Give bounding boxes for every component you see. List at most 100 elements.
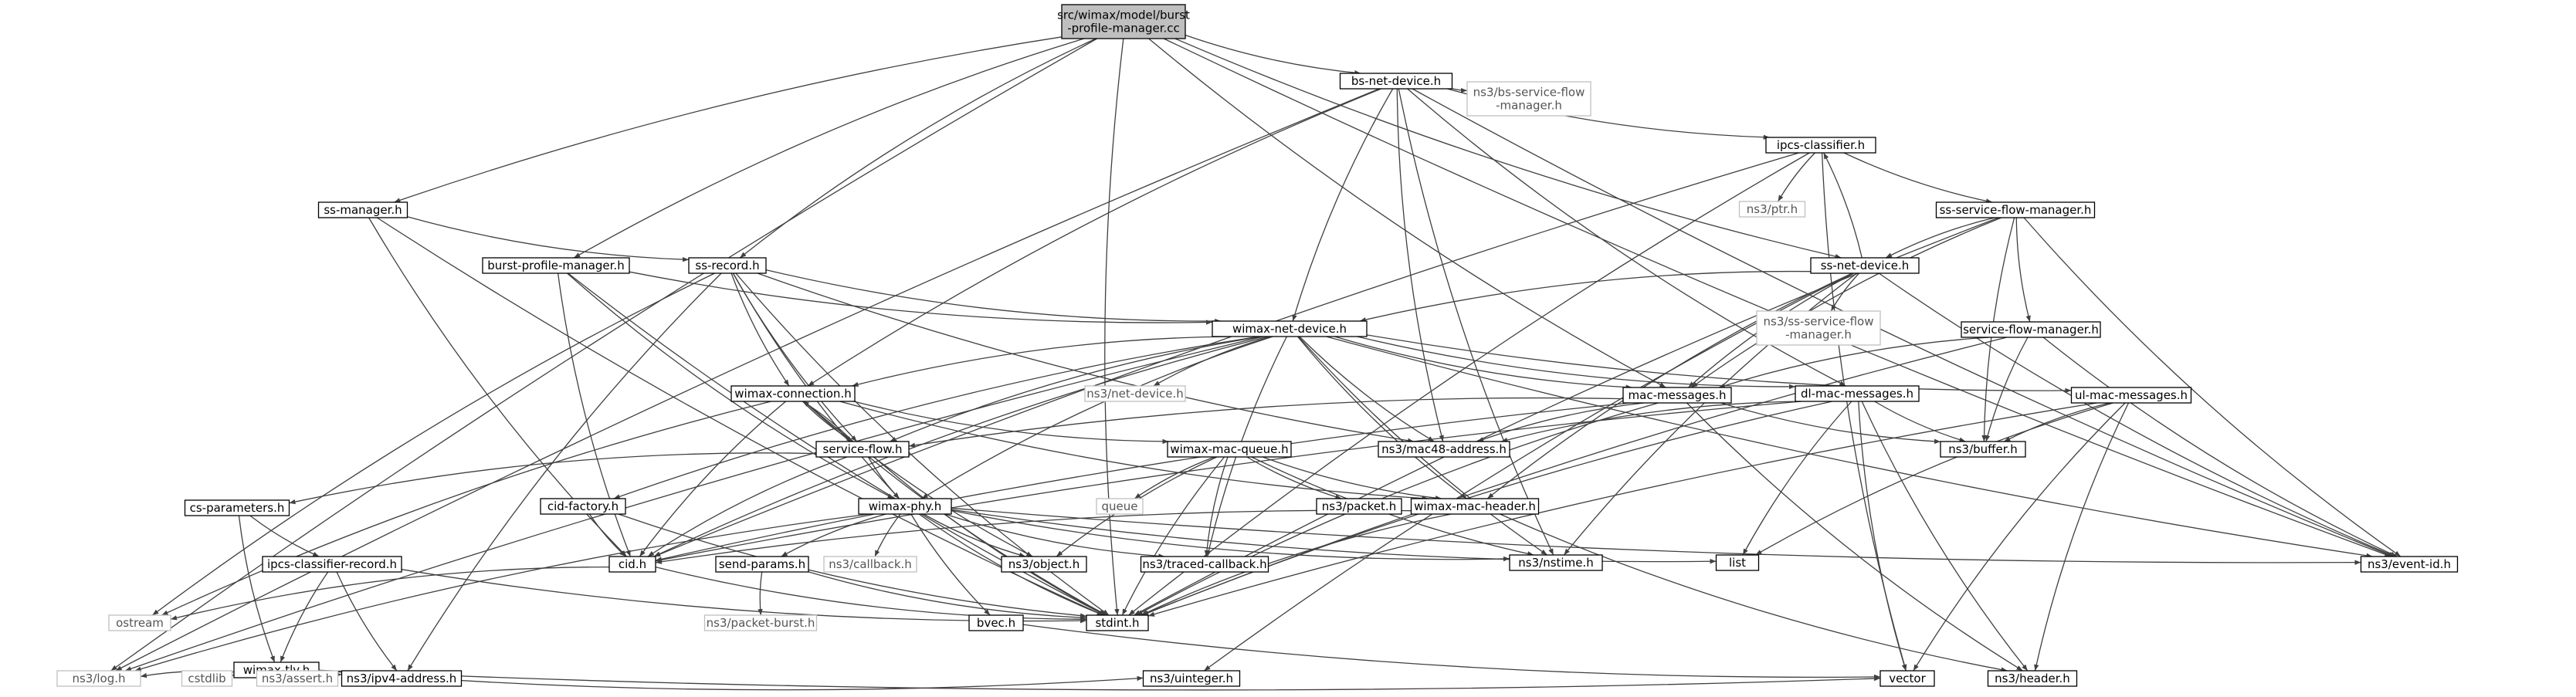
node-wimax-phy[interactable]: wimax-phy.h xyxy=(858,498,952,515)
node-wimax-net-device[interactable]: wimax-net-device.h xyxy=(1212,320,1368,337)
node-ipcs-classifier-record[interactable]: ipcs-classifier-record.h xyxy=(262,556,402,573)
edge-wimax-connection-to-cid xyxy=(639,401,787,557)
node-label: ns3/packet-burst.h xyxy=(707,616,815,630)
node-box xyxy=(2070,387,2192,404)
node-vector[interactable]: vector xyxy=(1879,670,1935,687)
node-ns3-ptr: ns3/ptr.h xyxy=(1738,201,1806,218)
node-queue: queue xyxy=(1096,498,1144,515)
node-box xyxy=(1961,321,2101,338)
edge-wimax-mac-queue-to-ns3-traced-callback xyxy=(1204,456,1229,557)
node-box xyxy=(1061,4,1186,39)
node-ns3-buffer[interactable]: ns3/buffer.h xyxy=(1940,441,2026,458)
node-dl-mac-messages[interactable]: dl-mac-messages.h xyxy=(1795,385,1920,402)
node-label: mac-messages.h xyxy=(1629,388,1727,402)
node-label: ss-service-flow-manager.h xyxy=(1940,203,2092,217)
node-box xyxy=(1466,81,1591,117)
edge-wimax-phy-to-ns3-traced-callback xyxy=(944,513,1165,559)
node-sfm[interactable]: service-flow-manager.h xyxy=(1961,321,2101,338)
node-cid-factory[interactable]: cid-factory.h xyxy=(540,498,626,515)
node-box xyxy=(715,556,809,573)
node-box xyxy=(608,556,656,573)
node-bs-net-device[interactable]: bs-net-device.h xyxy=(1339,73,1453,90)
node-label: dl-mac-messages.h xyxy=(1801,387,1913,401)
node-label: wimax-connection.h xyxy=(734,387,851,401)
node-label: wimax-phy.h xyxy=(869,499,942,513)
edge-dl-mac-messages-to-ns3-buffer xyxy=(1874,401,1966,442)
edge-root-to-mac-messages xyxy=(1148,38,1666,388)
node-label: bvec.h xyxy=(977,616,1015,630)
edge-ul-mac-messages-to-stdint xyxy=(1147,402,2097,617)
node-ns3-ipv4[interactable]: ns3/ipv4-address.h xyxy=(341,670,463,687)
node-label: ns3/object.h xyxy=(1008,557,1080,571)
edge-ipcs-classifier-to-stdint xyxy=(1128,152,1810,616)
node-ns3-callback: ns3/callback.h xyxy=(823,556,917,573)
node-ns3-mac48[interactable]: ns3/mac48-address.h xyxy=(1378,441,1510,458)
edge-ul-mac-messages-to-vector xyxy=(1913,402,2126,672)
edge-service-flow-to-cs-parameters xyxy=(289,452,817,505)
node-label: wimax-mac-queue.h xyxy=(1170,442,1288,456)
node-box xyxy=(1086,614,1149,631)
edge-root-to-burst-profile-manager xyxy=(573,38,1084,259)
node-ipcs-classifier[interactable]: ipcs-classifier.h xyxy=(1765,137,1876,154)
node-ss-record[interactable]: ss-record.h xyxy=(688,257,767,274)
edge-wimax-phy-to-ns3-log xyxy=(134,513,869,672)
node-label: -profile-manager.cc xyxy=(1067,22,1180,36)
node-wimax-mac-header[interactable]: wimax-mac-header.h xyxy=(1410,498,1540,515)
edge-ss-net-device-to-ns3-event-id xyxy=(1878,272,2396,557)
node-ns3-packet[interactable]: ns3/packet.h xyxy=(1316,498,1402,515)
node-burst-profile-manager[interactable]: burst-profile-manager.h xyxy=(482,257,630,274)
node-box xyxy=(1987,670,2078,687)
node-send-params[interactable]: send-params.h xyxy=(715,556,809,573)
node-ns3-uinteger[interactable]: ns3/uinteger.h xyxy=(1142,670,1241,687)
node-label: cid.h xyxy=(619,557,646,571)
node-root[interactable]: src/wimax/model/burst-profile-manager.cc xyxy=(1057,4,1190,39)
node-box xyxy=(1001,556,1087,573)
edge-wimax-net-device-to-service-flow xyxy=(890,336,1263,442)
edge-dl-mac-messages-to-ns3-mac48 xyxy=(1501,401,1800,443)
node-bvec[interactable]: bvec.h xyxy=(968,614,1024,631)
edge-dl-mac-messages-to-stdint xyxy=(1142,401,1832,616)
edge-bs-net-device-to-ns3-nstime xyxy=(1398,88,1554,556)
node-box xyxy=(1140,556,1269,573)
node-cid[interactable]: cid.h xyxy=(608,556,656,573)
edge-burst-profile-manager-to-wimax-net-device xyxy=(629,271,1213,325)
edge-wimax-phy-to-ns3-object xyxy=(923,513,1026,557)
edge-root-to-ss-manager xyxy=(394,36,1063,203)
node-cstdlib: cstdlib xyxy=(181,670,233,687)
edge-ipcs-classifier-record-to-ns3-ipv4 xyxy=(336,571,398,672)
node-ss-manager[interactable]: ss-manager.h xyxy=(317,201,408,218)
node-ns3-traced-callback[interactable]: ns3/traced-callback.h xyxy=(1140,556,1269,573)
node-ul-mac-messages[interactable]: ul-mac-messages.h xyxy=(2070,387,2192,404)
node-label: ipcs-classifier-record.h xyxy=(267,557,397,571)
node-box xyxy=(1622,387,1732,404)
node-mac-messages[interactable]: mac-messages.h xyxy=(1622,387,1732,404)
node-ns3-nstime[interactable]: ns3/nstime.h xyxy=(1509,554,1603,571)
node-label: ns3/packet.h xyxy=(1322,499,1396,513)
node-box xyxy=(262,556,402,573)
node-service-flow[interactable]: service-flow.h xyxy=(815,441,910,458)
edge-sfm-to-ns3-buffer xyxy=(1985,337,2029,442)
node-list[interactable]: list xyxy=(1715,554,1760,571)
edge-wimax-tlv-to-vector xyxy=(318,669,1881,691)
node-ns3-object[interactable]: ns3/object.h xyxy=(1001,556,1087,573)
node-ns3-event-id[interactable]: ns3/event-id.h xyxy=(2360,556,2459,573)
edge-wimax-phy-to-list xyxy=(951,509,1717,564)
node-label: ns3/ipv4-address.h xyxy=(347,672,457,685)
node-label: ipcs-classifier.h xyxy=(1777,138,1865,152)
node-ss-sfm[interactable]: ss-service-flow-manager.h xyxy=(1935,201,2096,218)
edge-root-to-ns3-event-id xyxy=(1163,38,2391,557)
node-box xyxy=(108,614,171,631)
node-box xyxy=(1810,257,1920,274)
node-label: ns3/nstime.h xyxy=(1518,556,1593,570)
node-label: ns3/callback.h xyxy=(829,557,912,571)
node-wimax-connection[interactable]: wimax-connection.h xyxy=(730,385,856,402)
node-stdint[interactable]: stdint.h xyxy=(1086,614,1149,631)
node-ns3-header[interactable]: ns3/header.h xyxy=(1987,670,2078,687)
node-wimax-mac-queue[interactable]: wimax-mac-queue.h xyxy=(1167,441,1292,458)
edge-wimax-mac-header-to-ns3-header xyxy=(1500,513,2008,672)
node-ss-net-device[interactable]: ss-net-device.h xyxy=(1810,257,1920,274)
edge-wimax-net-device-to-ns3-mac48 xyxy=(1299,336,1435,442)
edge-ipcs-classifier-to-ns3-ptr xyxy=(1778,152,1815,202)
node-box xyxy=(823,556,917,573)
node-cs-parameters[interactable]: cs-parameters.h xyxy=(184,499,290,516)
